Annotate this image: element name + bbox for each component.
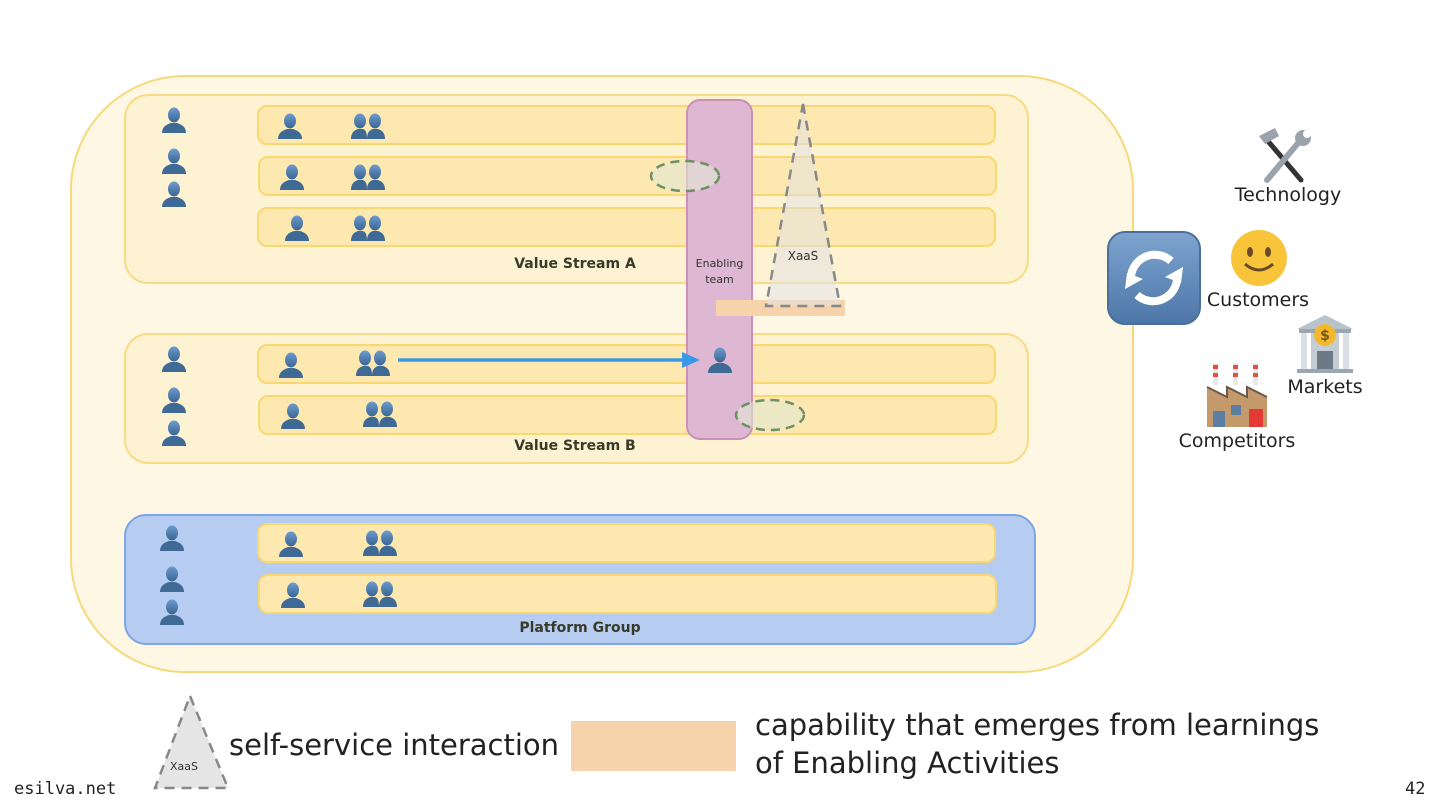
person-icon xyxy=(160,386,188,414)
xaas-label: XaaS xyxy=(787,249,819,263)
person-icon xyxy=(160,180,188,208)
facilitation-ellipse xyxy=(649,159,721,193)
bank-dollar-icon: $ xyxy=(1293,311,1357,375)
technology-label: Technology xyxy=(1234,184,1342,206)
enabling-team: Enabling team xyxy=(686,99,753,440)
person-icon xyxy=(158,598,186,626)
person-icon xyxy=(706,346,734,374)
pair-icon xyxy=(362,529,398,557)
factory-icon xyxy=(1205,361,1269,429)
hammer-wrench-icon xyxy=(1255,126,1315,186)
footer-site: esilva.net xyxy=(14,779,117,799)
legend-xaas-label: XaaS xyxy=(170,760,198,773)
smiley-face-icon xyxy=(1229,228,1289,288)
competitors-label: Competitors xyxy=(1178,430,1296,452)
xaas-triangle xyxy=(764,103,842,308)
legend-capability-text: capability that emerges from learnings o… xyxy=(755,706,1319,782)
person-icon xyxy=(160,345,188,373)
page-number: 42 xyxy=(1405,779,1426,799)
person-icon xyxy=(276,112,304,140)
pair-icon xyxy=(350,214,386,242)
person-icon xyxy=(160,147,188,175)
svg-text:$: $ xyxy=(1320,328,1330,344)
interaction-arrow xyxy=(398,352,700,368)
person-icon xyxy=(277,530,305,558)
enabling-team-label-line2: team xyxy=(705,273,734,286)
person-icon xyxy=(278,163,306,191)
legend-self-service-label: self-service interaction xyxy=(229,728,560,762)
value-stream-a-label: Value Stream A xyxy=(514,256,636,272)
person-icon xyxy=(160,106,188,134)
pair-icon xyxy=(350,112,386,140)
legend-capability-line2: of Enabling Activities xyxy=(755,746,1060,780)
person-icon xyxy=(279,402,307,430)
pair-icon xyxy=(350,163,386,191)
team-lane xyxy=(258,395,997,435)
legend-capability-swatch xyxy=(571,721,736,771)
person-icon xyxy=(160,419,188,447)
refresh-cycle-icon xyxy=(1107,231,1201,325)
person-icon xyxy=(158,565,186,593)
person-icon xyxy=(283,214,311,242)
enabling-team-label-line1: Enabling xyxy=(695,257,744,270)
value-stream-b-label: Value Stream B xyxy=(514,438,636,454)
person-icon xyxy=(279,581,307,609)
legend-xaas-triangle xyxy=(153,692,230,790)
person-icon xyxy=(277,351,305,379)
markets-label: Markets xyxy=(1287,376,1363,398)
pair-icon xyxy=(362,400,398,428)
platform-group-label: Platform Group xyxy=(519,620,641,636)
pair-icon xyxy=(355,349,391,377)
team-lane xyxy=(258,574,997,614)
customers-label: Customers xyxy=(1206,289,1310,311)
legend-capability-line1: capability that emerges from learnings xyxy=(755,708,1320,742)
pair-icon xyxy=(362,580,398,608)
team-lane xyxy=(257,523,996,563)
facilitation-ellipse xyxy=(734,398,806,432)
person-icon xyxy=(158,524,186,552)
